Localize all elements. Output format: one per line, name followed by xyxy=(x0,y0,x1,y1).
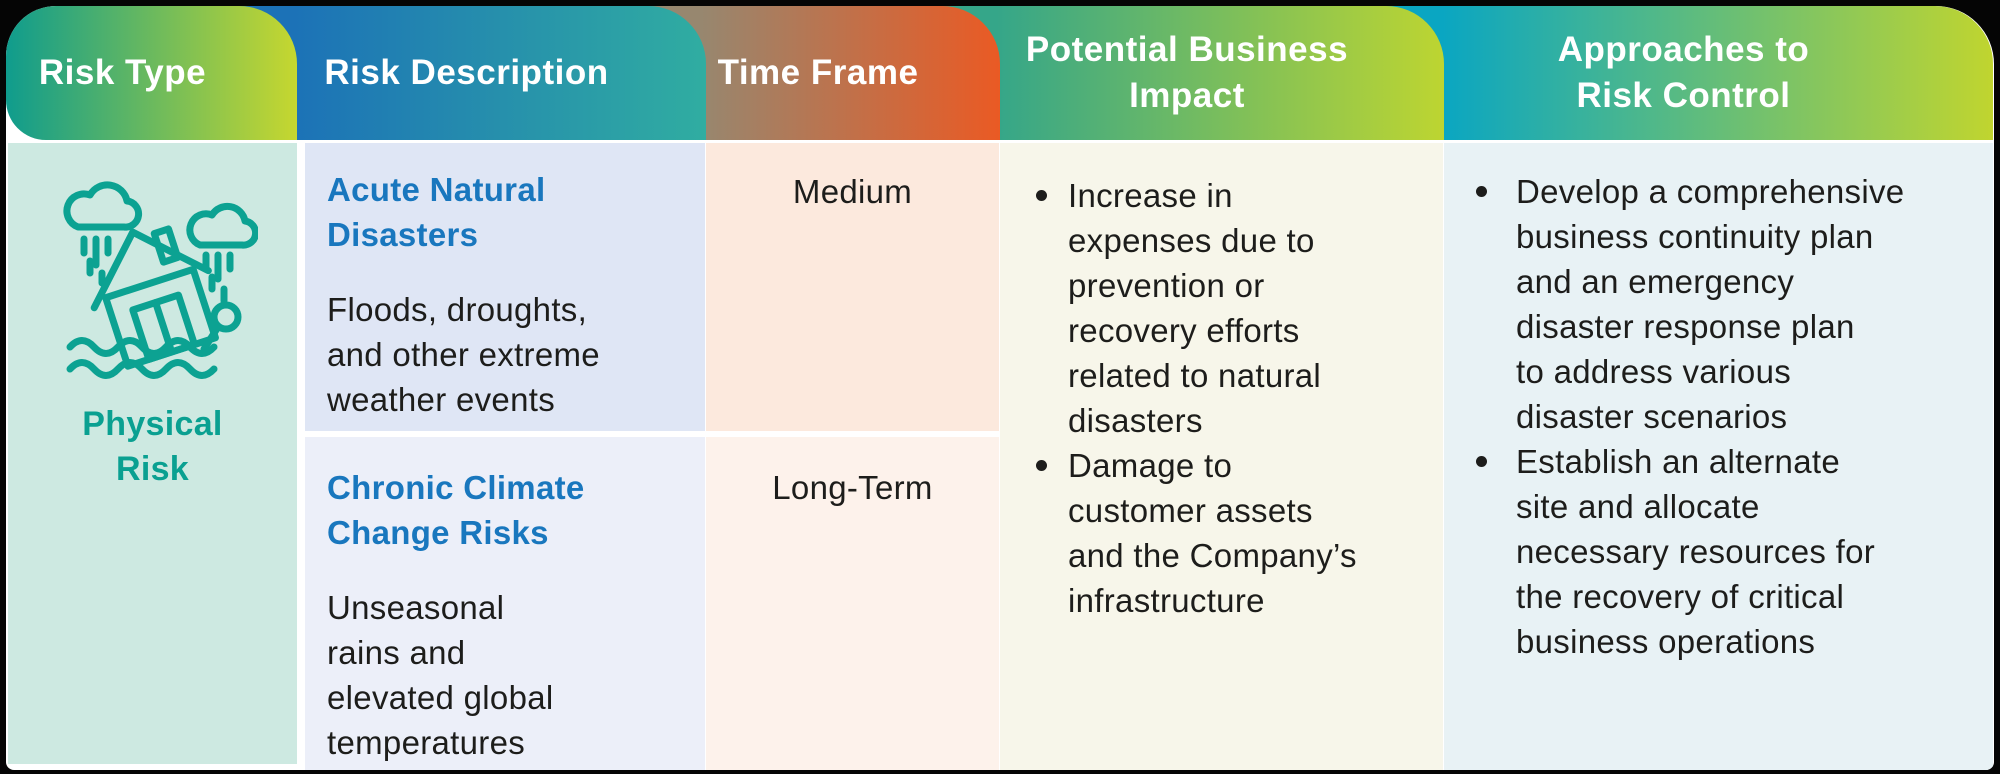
risk-description-title-acute: Acute Natural Disasters xyxy=(327,171,546,253)
header-tab-risk-description: Risk Description xyxy=(227,6,706,140)
risk-description-text-acute: Floods, droughts, and other extreme weat… xyxy=(327,291,600,418)
risk-description-text-chronic: Unseasonal rains and elevated global tem… xyxy=(327,589,554,761)
risk-description-cell-chronic: Chronic Climate Change Risks Unseasonal … xyxy=(305,437,705,770)
control-bullet-item: Develop a comprehensive business continu… xyxy=(1476,169,1983,439)
time-frame-value-long-term: Long-Term xyxy=(772,469,933,506)
risk-table: Risk Type Risk Description Time Frame Po… xyxy=(6,6,1994,770)
approaches-to-risk-control-cell: Develop a comprehensive business continu… xyxy=(1444,143,1993,770)
risk-type-label: Physical Risk xyxy=(82,405,223,488)
control-bullet-list: Develop a comprehensive business continu… xyxy=(1476,169,1983,664)
time-frame-value-medium: Medium xyxy=(792,173,913,210)
impact-bullet-list: Increase in expenses due to prevention o… xyxy=(1036,173,1429,623)
control-bullet-item: Establish an alternate site and allocate… xyxy=(1476,439,1983,664)
time-frame-cell-medium: Medium xyxy=(706,143,999,431)
potential-business-impact-cell: Increase in expenses due to prevention o… xyxy=(1000,143,1443,770)
header-tab-potential-business-impact: Potential Business Impact xyxy=(930,6,1444,140)
risk-description-cell-acute: Acute Natural Disasters Floods, droughts… xyxy=(305,143,705,431)
risk-type-cell: Physical Risk xyxy=(8,143,297,764)
impact-bullet-item: Increase in expenses due to prevention o… xyxy=(1036,173,1429,443)
header-tab-approaches-to-risk-control: Approaches to Risk Control xyxy=(1374,6,1993,140)
sinking-house-rain-clouds-icon xyxy=(48,165,259,388)
risk-description-title-chronic: Chronic Climate Change Risks xyxy=(327,469,585,551)
time-frame-cell-long-term: Long-Term xyxy=(706,437,999,770)
header-tab-risk-type: Risk Type xyxy=(6,6,297,140)
impact-bullet-item: Damage to customer assets and the Compan… xyxy=(1036,443,1429,623)
